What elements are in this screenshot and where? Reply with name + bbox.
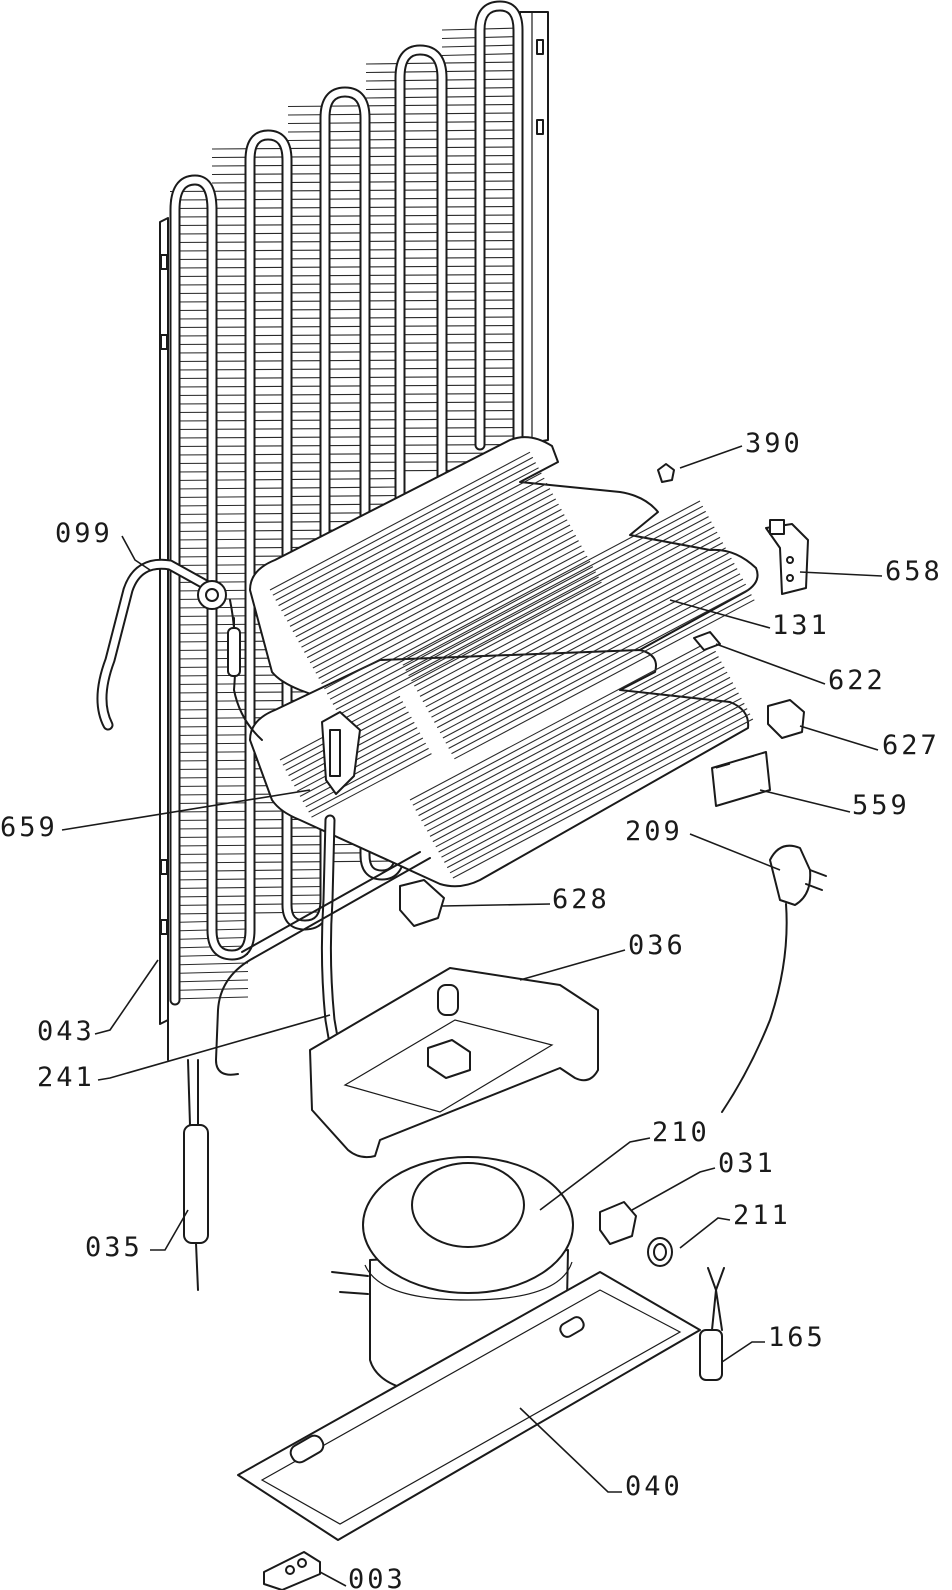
part-label-209: 209: [625, 816, 683, 847]
leader-003: [319, 1571, 347, 1587]
leader-559: [759, 789, 851, 813]
leader-628: [441, 903, 551, 907]
part-036-drip-tray: [309, 967, 599, 1159]
part-622-clip: [693, 631, 721, 651]
part-label-658: 658: [885, 556, 943, 587]
leader-165: [721, 1341, 765, 1363]
part-390-clip: [657, 463, 675, 483]
part-658-bracket: [765, 519, 809, 595]
part-label-211: 211: [733, 1200, 791, 1231]
part-label-390: 390: [745, 428, 803, 459]
part-label-131: 131: [772, 610, 830, 641]
leader-099: [121, 535, 151, 571]
part-003-block: [263, 1551, 321, 1590]
part-165-capacitor: [699, 1267, 725, 1381]
leader-035: [150, 1209, 189, 1251]
part-031-relay: [599, 1201, 637, 1245]
part-label-040: 040: [625, 1471, 683, 1502]
leader-036: [519, 949, 626, 981]
part-211-protector: [647, 1237, 673, 1267]
leader-627: [799, 725, 879, 751]
leader-241: [97, 1014, 331, 1081]
part-label-036: 036: [628, 930, 686, 961]
part-labels: 390 099 658 131 622 627 659 559 209 628 036 043 241 2…: [0, 428, 943, 1590]
leader-043: [94, 959, 159, 1035]
part-label-622: 622: [828, 665, 886, 696]
part-label-043: 043: [37, 1016, 95, 1047]
part-label-241: 241: [37, 1062, 95, 1093]
part-209-plug: [721, 844, 827, 1113]
leader-658: [799, 571, 883, 577]
part-label-165: 165: [768, 1322, 826, 1353]
part-label-099: 099: [55, 518, 113, 549]
part-label-659: 659: [0, 812, 58, 843]
leader-659: [61, 789, 311, 831]
part-559-cover: [711, 751, 771, 807]
part-label-559: 559: [852, 790, 910, 821]
leader-031: [631, 1167, 716, 1211]
leader-209: [689, 833, 781, 871]
part-label-628: 628: [552, 884, 610, 915]
part-627-clip: [767, 699, 805, 739]
part-label-627: 627: [882, 730, 940, 761]
leader-131: [669, 599, 771, 629]
part-659-holder: [321, 711, 361, 795]
leader-622: [715, 643, 826, 685]
part-label-035: 035: [85, 1232, 143, 1263]
part-label-003: 003: [348, 1564, 406, 1590]
evaporator: [96, 436, 759, 888]
leader-210: [539, 1137, 651, 1211]
part-628-clip: [399, 879, 445, 927]
leader-390: [679, 445, 743, 469]
part-label-031: 031: [718, 1148, 776, 1179]
part-035-drier: [183, 1059, 209, 1291]
leader-211: [679, 1217, 731, 1249]
part-040-baseplate: [237, 1271, 701, 1541]
part-label-210: 210: [652, 1117, 710, 1148]
leader-lines: [61, 445, 883, 1587]
leader-040: [519, 1407, 622, 1493]
